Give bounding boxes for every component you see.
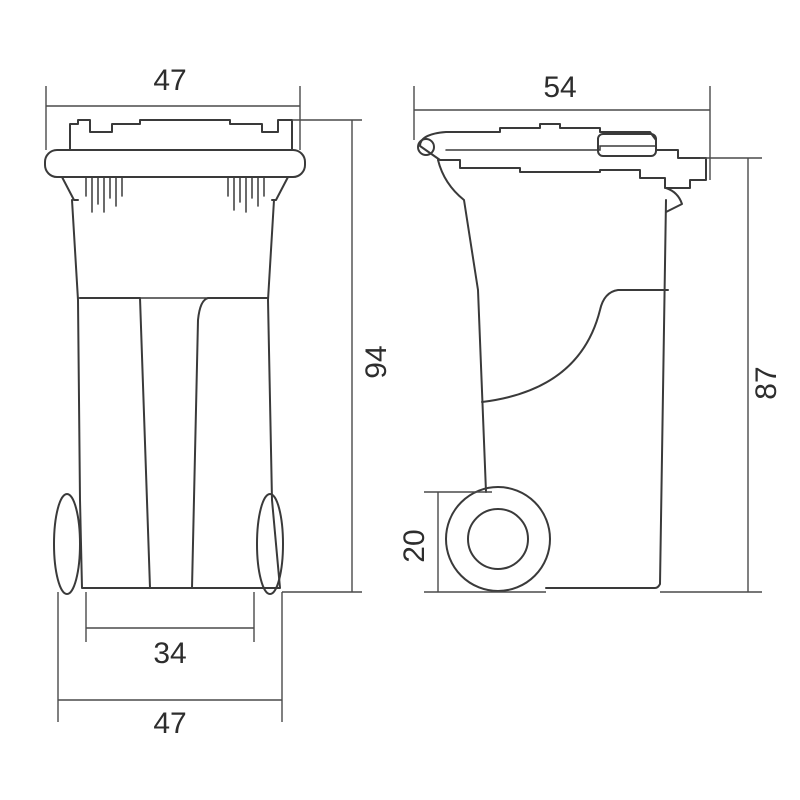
side-hinge-knob [417, 138, 435, 156]
dim-front-height: 94 [360, 345, 393, 378]
dim-front-wheel-span: 34 [153, 637, 186, 670]
front-wheel-right [256, 493, 284, 595]
dim-front-top-width: 47 [153, 64, 186, 97]
dim-wheel-height: 20 [398, 529, 431, 562]
side-body [437, 159, 667, 589]
side-lid-inner [445, 145, 657, 151]
front-hinge-comb-left [61, 176, 123, 213]
front-wheel-left [53, 493, 81, 595]
side-lid-handle [597, 133, 657, 157]
side-wheel-outer [445, 486, 551, 592]
front-dimension-lines [45, 86, 362, 722]
side-recess [481, 289, 669, 403]
front-leg-left [79, 297, 151, 589]
dim-front-bottom-width: 47 [153, 707, 186, 740]
side-dimension-lines [413, 86, 762, 593]
side-lid [419, 123, 707, 189]
side-wheel-hub [467, 508, 529, 570]
front-view [44, 119, 306, 595]
side-view [417, 123, 707, 592]
front-hinge-comb-right [227, 176, 289, 213]
front-lid-rim [44, 149, 306, 178]
front-leg-right [191, 297, 269, 589]
side-back-fin [665, 187, 683, 213]
dim-side-height: 87 [750, 366, 783, 399]
front-body [71, 199, 281, 589]
dim-side-top-width: 54 [543, 71, 576, 104]
front-lid-top [69, 119, 293, 151]
